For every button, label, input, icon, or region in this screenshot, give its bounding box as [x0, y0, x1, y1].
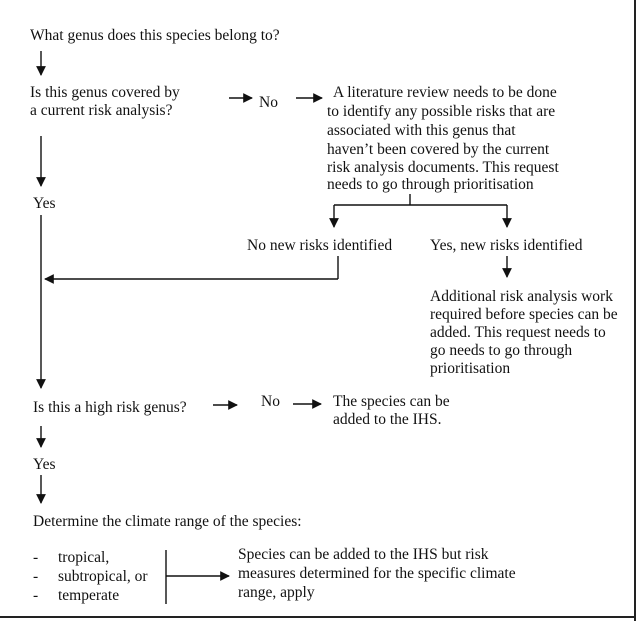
climate-item-subtropical: subtropical, or	[58, 568, 148, 585]
species-added-line-1: The species can be	[333, 393, 450, 410]
no-new-risks-label: No new risks identified	[247, 237, 393, 254]
climate-result-line-3: range, apply	[238, 584, 315, 601]
answer-no-high-risk: No	[261, 393, 280, 410]
answer-yes-covered: Yes	[33, 195, 56, 212]
climate-question: Determine the climate range of the speci…	[33, 513, 302, 530]
lit-review-line-4: haven’t been covered by the current	[327, 141, 550, 158]
question-high-risk: Is this a high risk genus?	[33, 399, 187, 416]
lit-review-line-2: to identify any possible risks that are	[327, 103, 556, 120]
climate-item-tropical: tropical,	[58, 549, 110, 566]
climate-result-line-1: Species can be added to the IHS but risk	[238, 546, 489, 563]
question-covered-line-1: Is this genus covered by	[30, 84, 180, 101]
species-added-line-2: added to the IHS.	[333, 411, 442, 428]
lit-review-line-3: associated with this genus that	[327, 122, 516, 139]
yes-new-risks-label: Yes, new risks identified	[430, 237, 583, 254]
lit-review-line-6: needs to go through prioritisation	[327, 176, 534, 193]
climate-bullet-3: -	[33, 587, 39, 604]
answer-no-covered: No	[259, 94, 278, 111]
additional-work-line-2: required before species can be	[430, 306, 618, 323]
climate-item-temperate: temperate	[58, 587, 120, 604]
right-border-line	[634, 0, 636, 621]
bottom-border-line	[0, 616, 636, 618]
answer-yes-high-risk: Yes	[33, 456, 56, 473]
climate-bullet-2: -	[33, 568, 39, 585]
question-covered-line-2: a current risk analysis?	[30, 102, 173, 119]
additional-work-line-5: prioritisation	[430, 360, 511, 377]
climate-result-line-2: measures determined for the specific cli…	[238, 565, 516, 582]
lit-review-line-1: A literature review needs to be done	[333, 84, 557, 101]
additional-work-line-3: added. This request needs to	[430, 324, 606, 341]
additional-work-line-4: go needs to go through	[430, 342, 573, 359]
lit-review-line-5: risk analysis documents. This request	[327, 159, 559, 176]
additional-work-line-1: Additional risk analysis work	[430, 288, 613, 305]
question-genus: What genus does this species belong to?	[30, 27, 280, 44]
climate-bullet-1: -	[33, 549, 39, 566]
